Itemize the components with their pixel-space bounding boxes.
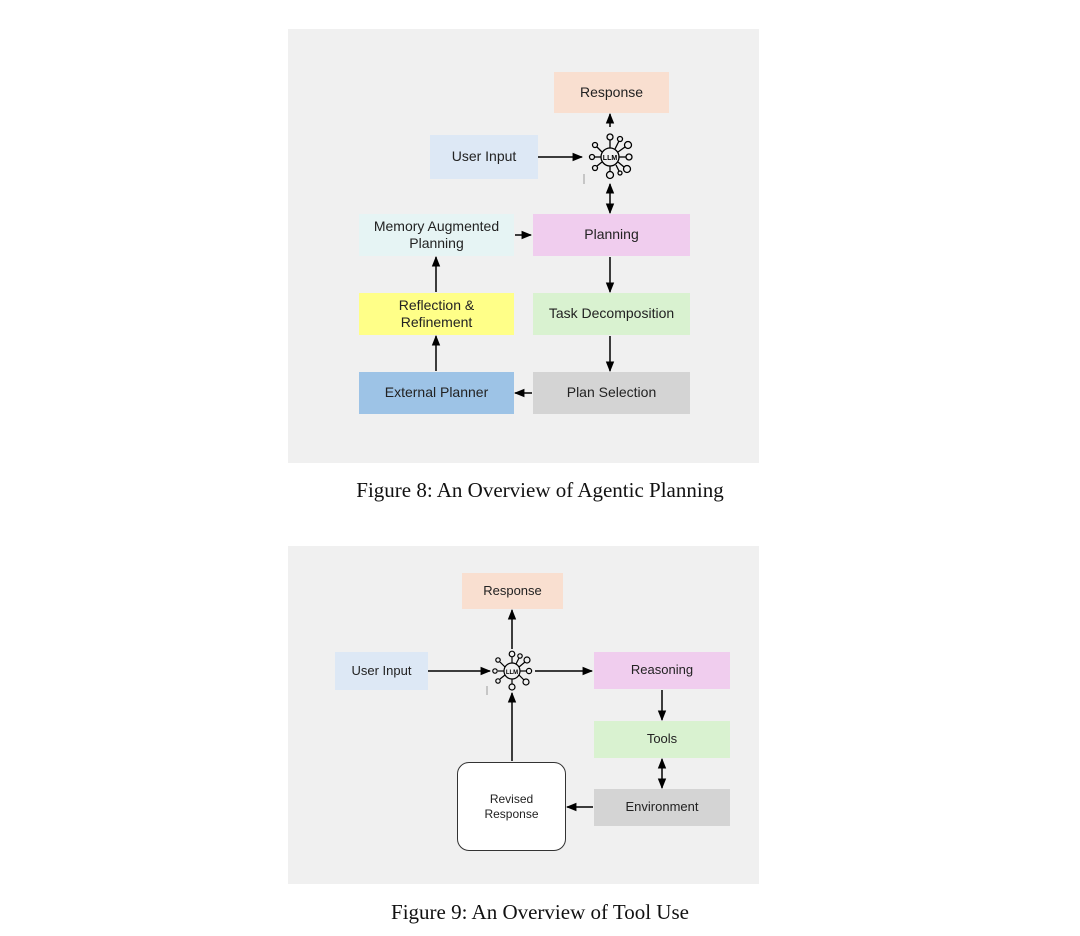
fig8-planning-box: Planning	[533, 214, 690, 256]
fig8-memory-planning-box: Memory Augmented Planning	[359, 214, 514, 256]
figure-8-caption: Figure 8: An Overview of Agentic Plannin…	[356, 478, 724, 502]
fig9-user-input-label: User Input	[351, 662, 412, 678]
fig8-task-decomposition-label: Task Decomposition	[548, 305, 675, 322]
fig9-reasoning-box: Reasoning	[594, 652, 730, 689]
fig9-environment-box: Environment	[594, 789, 730, 826]
fig8-user-input-label: User Input	[451, 148, 517, 165]
fig8-task-decomposition-box: Task Decomposition	[533, 293, 690, 335]
fig8-plan-selection-label: Plan Selection	[566, 384, 657, 401]
fig9-llm-label: LLM	[506, 670, 518, 676]
fig9-reasoning-label: Reasoning	[630, 662, 694, 678]
fig8-user-input-box: User Input	[430, 135, 538, 179]
fig9-revised-response-label: Revised Response	[484, 791, 539, 821]
fig9-llm-icon: LLM	[492, 650, 533, 691]
fig9-revised-response-box: Revised Response	[457, 762, 566, 851]
fig9-response-box: Response	[462, 573, 563, 609]
fig9-environment-label: Environment	[625, 799, 699, 815]
fig8-plan-selection-box: Plan Selection	[533, 372, 690, 414]
fig8-planning-label: Planning	[584, 226, 639, 243]
fig8-response-label: Response	[579, 83, 644, 100]
fig8-memory-planning-label: Memory Augmented Planning	[373, 217, 500, 252]
fig8-external-planner-label: External Planner	[384, 384, 489, 401]
fig9-response-label: Response	[483, 582, 542, 598]
fig8-reflection-label: Reflection & Refinement	[398, 296, 475, 331]
fig9-tools-box: Tools	[594, 721, 730, 758]
fig9-tools-label: Tools	[646, 731, 678, 747]
fig8-reflection-box: Reflection & Refinement	[359, 293, 514, 335]
fig8-external-planner-box: External Planner	[359, 372, 514, 414]
figure-9-caption: Figure 9: An Overview of Tool Use	[391, 900, 689, 924]
fig8-llm-icon: LLM	[588, 133, 633, 180]
fig8-llm-label: LLM	[603, 155, 618, 162]
fig8-response-box: Response	[554, 72, 669, 113]
fig9-arrows	[428, 608, 667, 812]
fig8-arrows	[431, 112, 615, 398]
fig9-user-input-box: User Input	[335, 652, 428, 690]
